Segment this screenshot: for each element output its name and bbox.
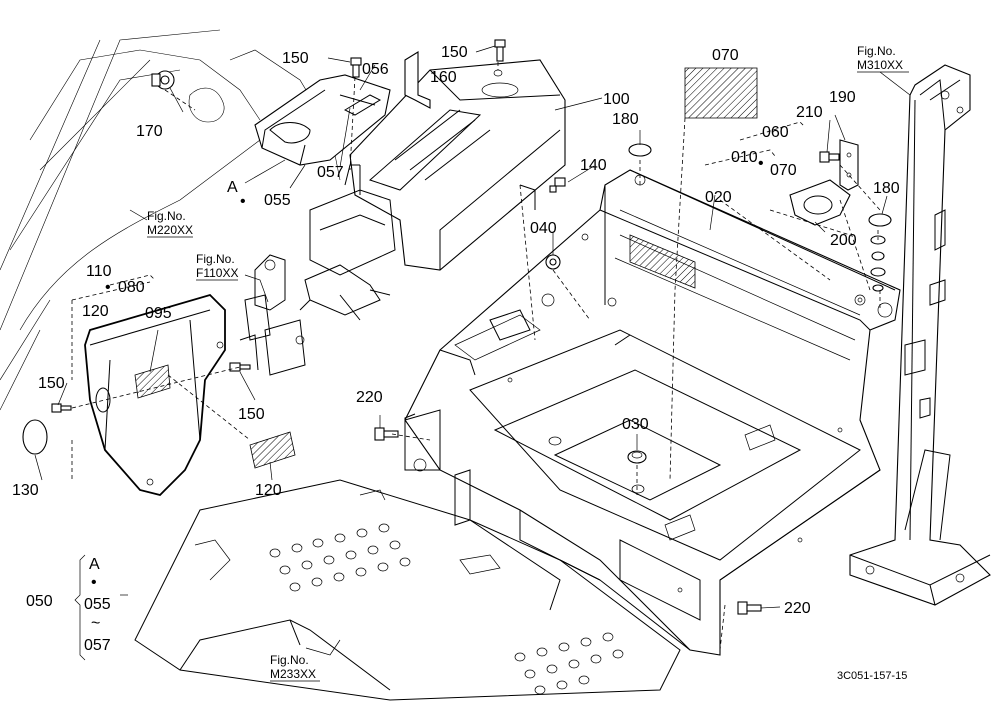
bolt-140 xyxy=(549,177,566,193)
callout-150-mid: 150 xyxy=(238,406,265,423)
bracket-160 xyxy=(404,51,431,109)
callout-140: 140 xyxy=(580,157,607,174)
callout-A-dot: • xyxy=(240,193,246,210)
bolt-150-left xyxy=(51,403,72,413)
rops-post xyxy=(849,64,991,606)
callout-130: 130 xyxy=(12,482,39,499)
callout-150-top: 150 xyxy=(441,44,468,61)
top-cover-100 xyxy=(349,59,566,271)
callout-200: 200 xyxy=(830,232,857,249)
callout-070-label: 070 xyxy=(712,47,739,64)
nut-170 xyxy=(151,70,175,90)
callout-080: 080 xyxy=(118,279,145,296)
fig-ref-f110-code: F110XX xyxy=(196,266,238,280)
decal-020 xyxy=(629,234,696,289)
bolt-210 xyxy=(819,151,840,163)
callout-100: 100 xyxy=(603,91,630,108)
callout-010-dot: • xyxy=(758,155,764,172)
legend-055: 055 xyxy=(84,596,111,613)
nut-040 xyxy=(545,254,561,270)
fig-ref-m233-label: Fig.No. xyxy=(270,653,309,667)
callout-040: 040 xyxy=(530,220,557,237)
callout-180-right: 180 xyxy=(873,180,900,197)
callout-020: 020 xyxy=(705,189,732,206)
callout-010: 010 xyxy=(731,149,758,166)
callout-labels: 150 056 160 150 170 A • 055 057 100 070 … xyxy=(12,44,900,617)
callout-220-right: 220 xyxy=(784,600,811,617)
fig-ref-m233-code: M233XX xyxy=(270,667,316,681)
support-brackets xyxy=(239,164,396,376)
callout-220-left: 220 xyxy=(356,389,383,406)
bracket-190 xyxy=(839,139,859,191)
callout-190: 190 xyxy=(829,89,856,106)
callout-A: A xyxy=(227,179,238,196)
grommet-130 xyxy=(22,419,48,455)
frame-outline-left xyxy=(0,29,341,411)
fig-ref-m310-code: M310XX xyxy=(857,58,903,72)
callout-095: 095 xyxy=(145,305,172,322)
legend-group-050: A • 050 055 ~ 057 xyxy=(26,556,111,654)
callout-120: 120 xyxy=(255,482,282,499)
side-cover-110 xyxy=(84,293,226,496)
hardware-parts xyxy=(51,39,892,615)
callout-056: 056 xyxy=(362,61,389,78)
fig-ref-f110-label: Fig.No. xyxy=(196,252,235,266)
bolt-150-seat xyxy=(350,57,362,78)
fig-ref-m233: Fig.No. M233XX xyxy=(270,653,320,682)
bolt-220-left xyxy=(374,427,399,441)
clamp-200 xyxy=(789,179,851,226)
seat-bracket-055 xyxy=(254,74,391,166)
callout-150-left: 150 xyxy=(38,375,65,392)
fig-ref-f110: Fig.No. F110XX xyxy=(196,252,238,281)
legend-group-number: 050 xyxy=(26,593,53,610)
fig-ref-m220-code: M220XX xyxy=(147,223,193,237)
legend-dot: • xyxy=(91,574,97,591)
callout-110: 110 xyxy=(86,263,112,280)
washer-stack xyxy=(870,235,886,292)
fig-ref-m220-label: Fig.No. xyxy=(147,209,186,223)
callout-170: 170 xyxy=(136,123,163,140)
leader-lines xyxy=(34,45,911,656)
callout-080-dot: • xyxy=(105,279,111,296)
legend-057: 057 xyxy=(84,637,111,654)
drawing-code: 3C051-157-15 xyxy=(837,670,907,682)
callout-057: 057 xyxy=(317,164,344,181)
group-brackets xyxy=(71,121,806,661)
legend-A: A xyxy=(89,556,100,573)
plug-030 xyxy=(627,450,647,464)
fig-ref-m310-label: Fig.No. xyxy=(857,44,896,58)
callout-055: 055 xyxy=(264,192,291,209)
callout-120-group: 120 xyxy=(82,303,109,320)
decal-120 xyxy=(249,431,296,469)
fig-ref-m310: Fig.No. M310XX xyxy=(857,44,909,73)
cap-180-right xyxy=(868,213,892,227)
bolt-150-mid xyxy=(229,362,251,372)
callout-180-left: 180 xyxy=(612,111,639,128)
legend-tilde: ~ xyxy=(91,615,100,632)
callout-030: 030 xyxy=(622,416,649,433)
bolt-220-right xyxy=(737,601,762,615)
alignment-dashes xyxy=(71,62,881,651)
callout-060: 060 xyxy=(762,124,789,141)
callout-150-seat: 150 xyxy=(282,50,309,67)
cap-180-left xyxy=(628,143,652,157)
cab-floor-frame xyxy=(404,169,901,656)
decal-070 xyxy=(684,67,758,119)
callout-210: 210 xyxy=(796,104,823,121)
callout-160: 160 xyxy=(430,69,457,86)
fig-ref-m220: Fig.No. M220XX xyxy=(147,209,193,238)
bolt-150-top xyxy=(494,39,506,62)
callout-070: 070 xyxy=(770,162,797,179)
